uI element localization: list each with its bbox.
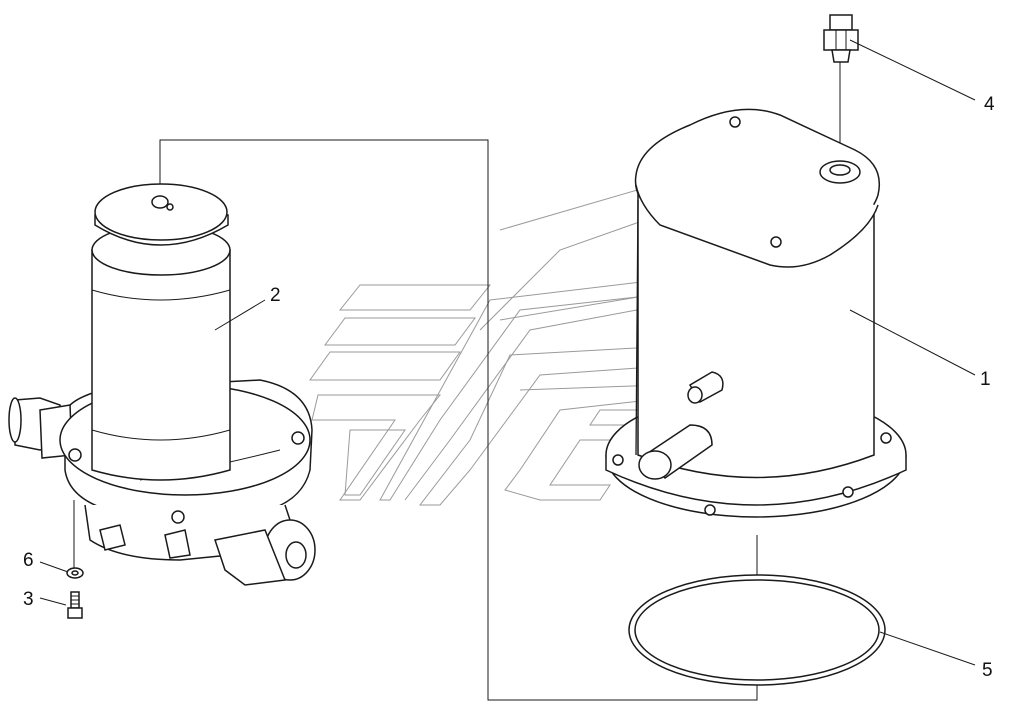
- callout-leaders: [39, 39, 976, 666]
- filter-assembly-part-2: [8, 183, 316, 586]
- housing-part-1: [605, 108, 907, 518]
- callout-5: 5: [982, 660, 993, 681]
- seal-ring-part-5: [628, 574, 886, 686]
- callout-1: 1: [980, 369, 991, 390]
- plug-part-4: [823, 14, 859, 63]
- callout-2: 2: [270, 285, 281, 306]
- washer-part-6: [66, 567, 84, 579]
- callout-6: 6: [23, 550, 34, 571]
- bolt-part-3: [67, 591, 83, 619]
- callout-3: 3: [23, 589, 34, 610]
- callout-4: 4: [984, 94, 995, 115]
